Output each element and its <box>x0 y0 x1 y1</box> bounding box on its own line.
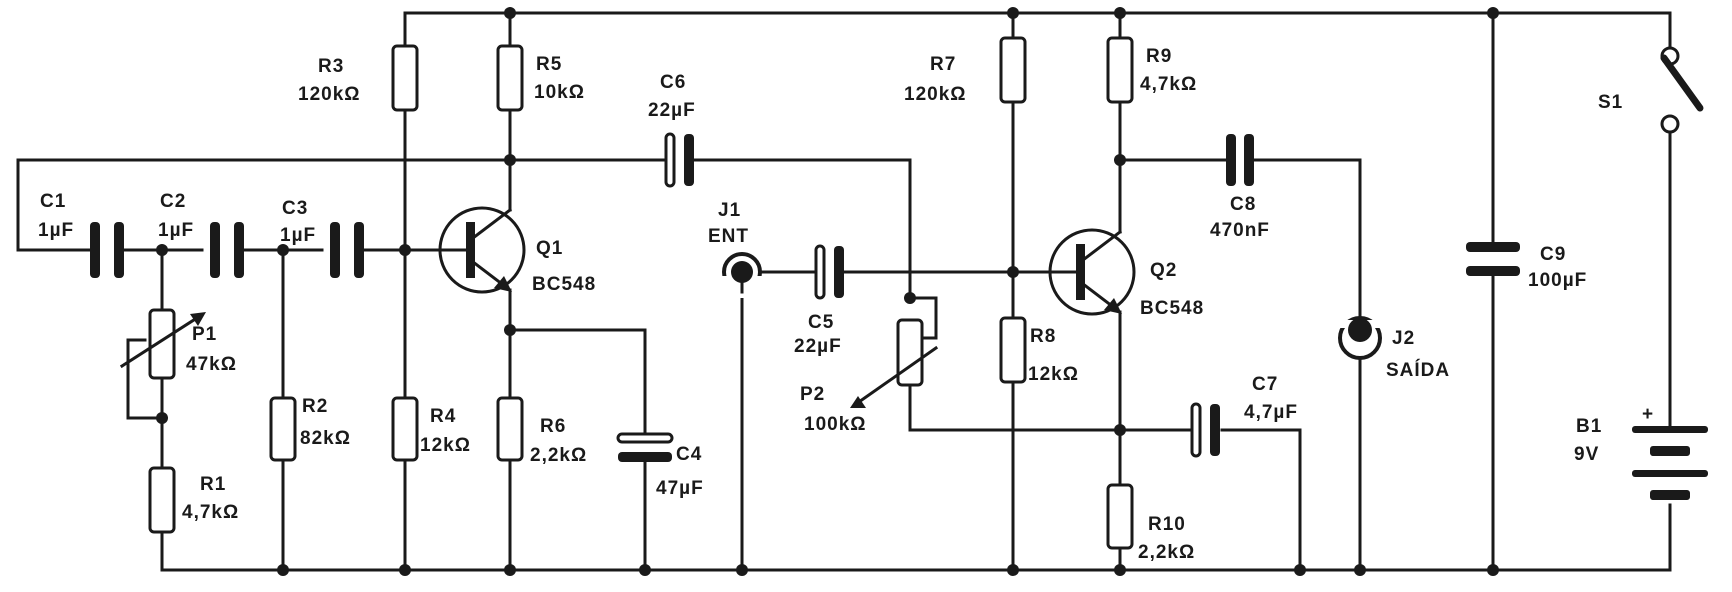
c6-ref: C6 <box>660 72 686 93</box>
c6-value: 22µF <box>648 100 696 121</box>
j2-ref: J2 <box>1392 328 1415 349</box>
resistors <box>148 36 1134 550</box>
r1-resistor <box>148 466 176 534</box>
j2-value: SAÍDA <box>1386 359 1450 381</box>
r8-value: 12kΩ <box>1028 364 1079 385</box>
b1-value: 9V <box>1574 444 1599 465</box>
c4-value: 47µF <box>656 478 704 499</box>
q2-ref: Q2 <box>1150 260 1177 281</box>
c1-value: 1µF <box>38 220 74 241</box>
wires <box>16 11 1672 572</box>
r9-ref: R9 <box>1146 46 1172 67</box>
c7-value: 4,7µF <box>1244 402 1298 423</box>
c9-capacitor <box>1466 242 1520 276</box>
junctions <box>156 7 1499 576</box>
r4-value: 12kΩ <box>420 435 471 456</box>
r10-ref: R10 <box>1148 514 1186 535</box>
p2-ref: P2 <box>800 384 825 405</box>
r8-resistor <box>999 316 1027 384</box>
r8-ref: R8 <box>1030 326 1056 347</box>
r4-resistor <box>391 396 419 462</box>
r1-value: 4,7kΩ <box>182 502 239 523</box>
b1-polarity: + <box>1642 404 1654 425</box>
b1-battery: + <box>1632 404 1708 500</box>
s1-switch <box>1660 46 1704 134</box>
r9-resistor <box>1106 36 1134 104</box>
q2-transistor <box>1038 228 1136 316</box>
c3-capacitor <box>330 222 364 278</box>
r1-ref: R1 <box>200 474 226 495</box>
capacitors <box>90 132 1520 462</box>
j1-jack <box>722 252 762 298</box>
r3-value: 120kΩ <box>298 84 361 105</box>
labels: C1 1µF C2 1µF C3 1µF R3 120kΩ R5 10kΩ C6… <box>38 46 1623 563</box>
r2-ref: R2 <box>302 396 328 417</box>
c5-capacitor <box>814 244 844 300</box>
c5-ref: C5 <box>808 312 834 333</box>
c8-ref: C8 <box>1230 194 1256 215</box>
s1-ref: S1 <box>1598 92 1623 113</box>
c9-ref: C9 <box>1540 244 1566 265</box>
p1-potentiometer <box>119 308 206 380</box>
q1-transistor <box>428 206 526 294</box>
c9-value: 100µF <box>1528 270 1587 291</box>
r3-ref: R3 <box>318 56 344 77</box>
j1-ref: J1 <box>718 200 741 221</box>
j1-value: ENT <box>708 226 749 247</box>
p1-value: 47kΩ <box>186 354 237 375</box>
c8-value: 470nF <box>1210 220 1270 241</box>
c1-capacitor <box>90 222 124 278</box>
c8-capacitor <box>1226 134 1254 186</box>
r7-value: 120kΩ <box>904 84 967 105</box>
r2-resistor <box>269 396 297 462</box>
c6-capacitor <box>664 132 694 188</box>
r5-value: 10kΩ <box>534 82 585 103</box>
b1-ref: B1 <box>1576 416 1602 437</box>
c7-capacitor <box>1190 402 1220 458</box>
r6-value: 2,2kΩ <box>530 445 587 466</box>
c3-ref: C3 <box>282 198 308 219</box>
q1-ref: Q1 <box>536 238 563 259</box>
r3-resistor <box>391 44 419 112</box>
r9-value: 4,7kΩ <box>1140 74 1197 95</box>
r10-resistor <box>1106 483 1134 550</box>
r7-resistor <box>999 36 1027 104</box>
j2-jack <box>1338 316 1382 360</box>
r10-value: 2,2kΩ <box>1138 542 1195 563</box>
q2-value: BC548 <box>1140 298 1204 319</box>
c3-value: 1µF <box>280 225 316 246</box>
c2-capacitor <box>210 222 244 278</box>
r7-ref: R7 <box>930 54 956 75</box>
c2-ref: C2 <box>160 191 186 212</box>
r6-ref: R6 <box>540 416 566 437</box>
r6-resistor <box>496 396 524 462</box>
r5-resistor <box>496 44 524 112</box>
c5-value: 22µF <box>794 336 842 357</box>
r4-ref: R4 <box>430 406 456 427</box>
r2-value: 82kΩ <box>300 428 351 449</box>
p2-value: 100kΩ <box>804 414 867 435</box>
c4-ref: C4 <box>676 444 702 465</box>
r5-ref: R5 <box>536 54 562 75</box>
p1-ref: P1 <box>192 324 217 345</box>
c1-ref: C1 <box>40 191 66 212</box>
p2-potentiometer <box>850 318 939 408</box>
q1-value: BC548 <box>532 274 596 295</box>
c4-capacitor <box>616 432 674 462</box>
c2-value: 1µF <box>158 220 194 241</box>
c7-ref: C7 <box>1252 374 1278 395</box>
